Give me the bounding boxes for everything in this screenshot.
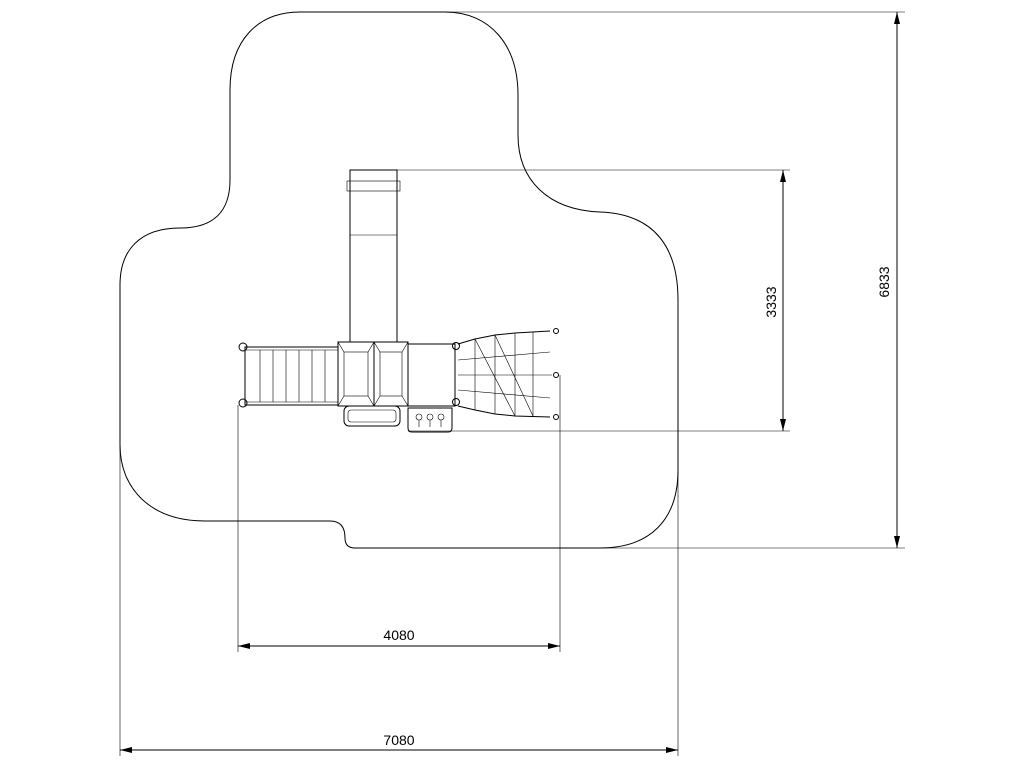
total-height-label: 6833 [876,266,892,297]
rope-net [457,328,559,420]
slide-tower [346,169,401,343]
central-platforms [337,341,460,433]
dimension-total-height [355,11,905,549]
left-ramp [238,342,339,408]
safety-zone-outline [119,11,679,549]
dimension-total-width [119,445,679,756]
structure-height-label: 3333 [763,286,779,317]
total-width-label: 7080 [383,732,414,748]
structure-width-label: 4080 [383,627,414,643]
dimension-structure-height [397,169,790,432]
dimension-structure-width [237,375,561,652]
